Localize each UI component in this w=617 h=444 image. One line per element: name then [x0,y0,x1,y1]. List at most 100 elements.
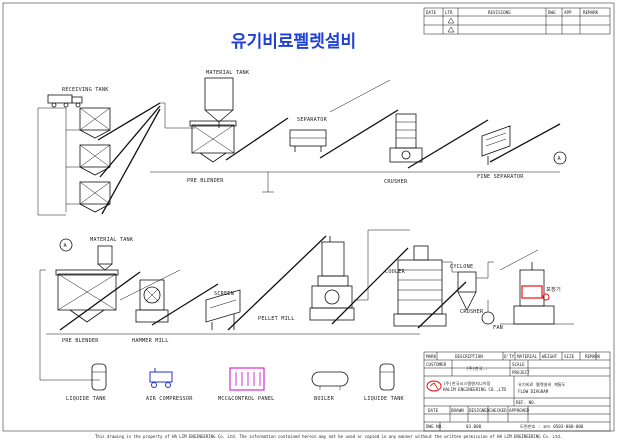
bagging-unit [500,262,574,325]
pellet-mill-unit [309,236,355,321]
control-panel-icon [229,367,265,391]
label-crusher-bottom: CRUSHER [460,309,484,315]
conveyor [331,247,409,325]
material-tank-bottom [97,245,113,271]
marker-a-top-text: A [558,156,562,162]
tb-project-label: PROJECT [512,370,530,375]
rev-header-app: APP [564,10,572,15]
tb-drawing-no: 도면번호 : 코드 0503-000-000 [520,423,584,429]
liquid-tank-2-icon [379,363,395,391]
label-pre-blender-bottom: PRE BLENDER [62,338,99,344]
tb-parts-header-remark: REMARK [585,354,601,359]
tb-scale-label: SCALE [512,362,525,367]
conveyor [119,269,181,301]
conveyor [329,79,391,113]
tb-sign-approved: APPROVED [509,408,530,413]
drawing-border [2,2,615,432]
tb-parts-header-material: MATERIAL [517,354,538,359]
marker-a-top [553,151,567,165]
liquid-tank-icon [91,363,107,391]
tb-ref-label: REF. NO. [516,400,536,405]
conveyor [225,117,289,161]
tb-sign-checked: CHECKED [489,408,507,413]
tb-customer-label: CUSTOMER [426,362,447,367]
pre-blender-top [189,120,237,163]
tb-parts-header-size: SIZE [564,354,575,359]
label-pre-blender-top: PRE BLENDER [187,178,224,184]
revision-table: DATE LTR REVISIONS DWG APP REMARK [423,7,611,35]
return-line [37,107,66,216]
return-line-bottom [39,269,100,381]
tb-parts-header-mark: MARK [426,354,437,359]
pre-blender-bottom [55,269,119,323]
conveyor [97,102,161,141]
company-logo [426,380,442,392]
tb-sign-drawn: DRAWN [451,408,464,413]
cyclone-unit [442,261,494,311]
label-material-tank-top: MATERIAL TANK [206,70,250,76]
revision-triangle-icon [447,26,455,33]
tb-sign-designed: DESIGNED [469,408,490,413]
rev-header-ltr: LTR [445,10,453,15]
label-fine-separator: FINE SEPARATOR [477,174,524,180]
rev-header-remark: REMARK [583,10,599,15]
legend-liquid-tank: LIQUIDE TANK [66,396,107,402]
label-cyclone: CYCLONE [450,264,473,270]
title-block [423,351,611,432]
label-separator: SEPARATOR [297,117,328,123]
receiving-tank-group [65,107,111,213]
label-pellet-mill: PELLET MILL [258,316,295,322]
legend-air-compressor: AIR COMPRESSOR [146,396,193,402]
tb-customer-value: (주)한국.. [466,366,488,372]
rev-header-date: DATE [426,10,437,15]
tb-company-name: (주)한국시스템엔지니어링 [443,380,491,387]
legend-liquid-tank-2: LIQUIDE TANK [364,396,405,402]
tb-sign-date: DATE [428,408,439,413]
tb-company-sub: HALIM ENGINEERING CO.,LTD [443,387,507,392]
diagram-title: 유기비료펠렛설비 [231,32,356,52]
conveyor [101,108,161,215]
legend-control-panel: MCC&CONTROL PANEL [218,396,275,402]
fine-separator-unit [481,125,511,165]
label-bagging: 포장기 [546,285,561,293]
tb-dwg-no-value: 03.000 [466,424,482,429]
boiler-icon [311,371,349,390]
label-fan: FAN [493,325,503,331]
conveyor [489,123,561,163]
tb-parts-header-description: DESCRIPTION [455,354,483,359]
label-cooler: COOLER [385,269,406,275]
cooler-unit [393,245,447,327]
crusher-top [389,113,423,163]
label-crusher-top: CRUSHER [384,179,408,185]
tb-drawing-title-2: FLOW DIAGRAM [518,389,549,394]
feed-line [160,102,195,129]
material-tank-top [204,77,234,128]
tb-parts-header-weight: WEIGHT [542,354,558,359]
conveyor [319,109,399,159]
rev-header-dwg: DWG [548,10,556,15]
conveyor [151,283,219,326]
conveyor [407,119,489,169]
conveyor [499,249,539,271]
label-material-tank-bottom: MATERIAL TANK [90,237,134,243]
marker-a-bottom-text: A [64,243,68,249]
rev-header-revisions: REVISIONS [488,10,511,15]
footer-notice: This drawing is the property of HA LIM E… [95,434,562,439]
label-receiving-tank: RECEIVING TANK [62,87,109,93]
screen-unit [205,289,241,330]
fan-unit [481,300,495,325]
legend-boiler: BOILER [314,396,335,402]
label-screen: SCREEN [214,291,234,297]
tb-drawing-title-1: 유기비료 펠렛설비 계통도 [518,381,566,388]
separator-unit [289,129,327,152]
conveyor [227,235,327,331]
conveyor [59,271,141,331]
tb-dwg-no-label: DWG NO. [426,424,444,429]
steam-line [354,229,410,301]
hammer-mill-unit [135,279,169,323]
marker-a-bottom [59,238,73,252]
air-compressor-icon [149,368,173,388]
conveyor [99,105,161,178]
truck-icon [47,94,83,108]
